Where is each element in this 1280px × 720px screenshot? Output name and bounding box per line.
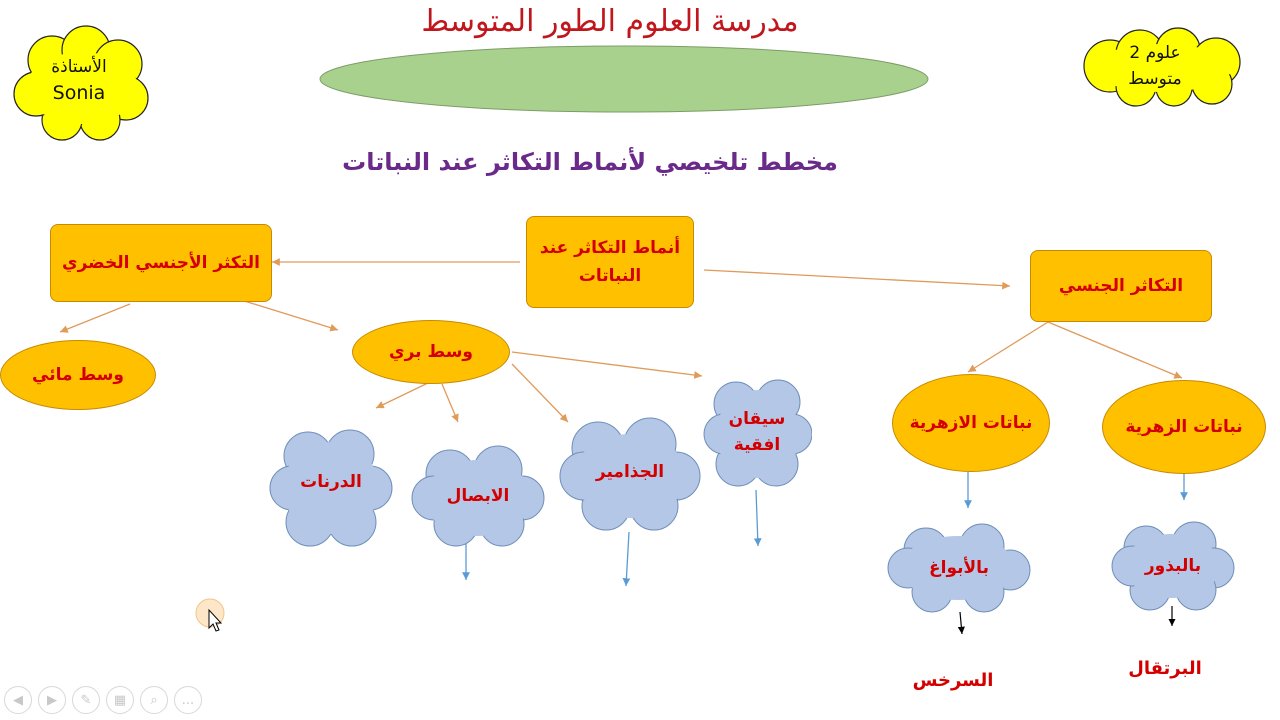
previous-icon[interactable]: ◀ [4, 686, 32, 714]
diagram-subtitle: مخطط تلخيصي لأنماط التكاثر عند النباتات [342, 148, 838, 176]
edge-land-bulbs [441, 383, 459, 423]
example-fern: السرخس [912, 670, 994, 691]
level-label: علوم 2 متوسط [1100, 40, 1210, 92]
pen-icon[interactable]: ✎ [72, 686, 100, 714]
node-flowering: نباتات الزهرية [1102, 380, 1266, 474]
node-bulbs: الابصال [446, 486, 510, 506]
node-nonflowering: نباتات الازهرية [892, 374, 1050, 472]
node-sexual: التكاثر الجنسي [1030, 250, 1212, 322]
edge-stems-down [753, 489, 762, 547]
node-tubers: الدرنات [300, 472, 362, 492]
node-spores: بالأبواغ [929, 558, 989, 578]
next-icon[interactable]: ▶ [38, 686, 66, 714]
edge-root-sexual [703, 269, 1011, 290]
edge-sexual-nonflowering [967, 321, 1049, 373]
teacher-bubble [13, 25, 149, 141]
node-roots: الجذامير [595, 462, 665, 482]
node-asexual: التكثر الأجنسي الخضري [50, 224, 272, 302]
node-land: وسط بري [352, 320, 510, 384]
example-orange: البرتقال [1128, 658, 1202, 679]
edge-roots-down [622, 531, 631, 587]
zoom-icon[interactable]: ⌕ [140, 686, 168, 714]
cloud-spores [887, 523, 1031, 613]
level-stage: متوسط [1128, 69, 1182, 89]
level-grade: علوم 2 [1129, 43, 1181, 63]
node-seeds: بالبذور [1144, 556, 1202, 576]
node-water: وسط مائي [0, 340, 156, 410]
node-root: أنماط التكاثر عند النباتات [526, 216, 694, 308]
cloud-bulbs [411, 445, 545, 547]
slideshow-toolbar: ◀ ▶ ✎ ▦ ⌕ ... [4, 686, 202, 714]
edge-land-roots [511, 363, 569, 423]
node-stems: سيقان افقية [728, 409, 786, 455]
more-icon[interactable]: ... [174, 686, 202, 714]
page-title: مدرسة العلوم الطور المتوسط [421, 4, 799, 39]
edge-land-stems [511, 351, 703, 379]
teacher-name: Sonia [52, 82, 106, 104]
cloud-stems [703, 379, 812, 487]
edge-spores-fern [957, 611, 965, 635]
teacher-title: الأستاذة [51, 57, 107, 77]
cloud-tubers [269, 429, 393, 547]
level-bubble [1083, 27, 1241, 107]
teacher-label: الأستاذة Sonia [24, 54, 134, 106]
cloud-seeds [1111, 521, 1235, 611]
cloud-roots [559, 417, 701, 531]
green-oval [319, 45, 929, 113]
laser-pointer-icon [195, 598, 225, 632]
edge-land-tubers [375, 381, 431, 409]
edge-asexual-water [59, 303, 131, 333]
edge-sexual-flowering [1047, 321, 1183, 379]
slides-icon[interactable]: ▦ [106, 686, 134, 714]
